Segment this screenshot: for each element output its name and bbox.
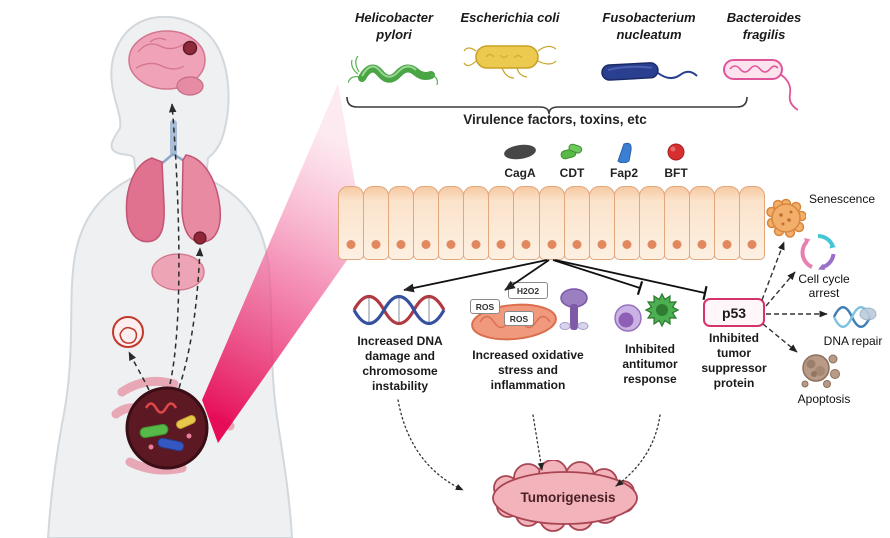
dna-repair-icon: [832, 306, 877, 328]
bft-icon: [667, 143, 685, 161]
bacterium-escherichia-coli: Escherichia coli: [452, 10, 568, 83]
outcome-cell-cycle-arrest-label: Cell cycle arrest: [798, 272, 850, 301]
outcome-senescence-label: Senescence: [808, 192, 876, 206]
epithelial-cell-layer: [338, 186, 766, 260]
toxin-label: CagA: [504, 166, 536, 180]
epithelial-cell: [338, 186, 365, 260]
h2o2-label: H2O2: [508, 282, 548, 299]
senescence-icon: [766, 198, 806, 238]
epithelial-cell: [363, 186, 390, 260]
bacterium-name: Fusobacterium nucleatum: [602, 10, 696, 42]
oxidative-stress-icon: H2O2 ROS ROS: [462, 282, 594, 344]
epithelial-cell: [563, 186, 590, 260]
epithelial-cell: [688, 186, 715, 260]
ecoli-icon: [463, 45, 557, 79]
effect-label: Inhibited antitumor response: [622, 342, 678, 386]
epithelial-cell: [588, 186, 615, 260]
bacterium-bacteroides-fragilis: Bacteroides fragilis: [712, 10, 816, 114]
ros-label: ROS: [504, 311, 534, 326]
epithelial-cell: [413, 186, 440, 260]
toxin-row: CagA CDT Fap2 BFT: [500, 140, 696, 180]
toxin-fap2: Fap2: [604, 140, 644, 180]
epithelial-cell: [538, 186, 565, 260]
p53-box: p53: [703, 298, 765, 327]
dna-damage-icon: [352, 294, 446, 326]
bfragilis-icon: [723, 58, 799, 111]
bacterium-helicobacter-pylori: Helicobacter pylori: [336, 10, 452, 96]
effect-label: Increased DNA damage and chromosome inst…: [357, 334, 443, 393]
brain-tumor-spot: [182, 40, 198, 56]
cdt-icon: [560, 143, 583, 160]
hpylori-icon: [348, 55, 438, 85]
fnucleatum-icon: [601, 61, 698, 81]
ros-label: ROS: [470, 299, 500, 314]
epithelial-cell: [488, 186, 515, 260]
apoptosis-icon: [801, 354, 840, 388]
epithelial-cell: [463, 186, 490, 260]
virulence-label: Virulence factors, toxins, etc: [463, 112, 647, 127]
toxin-bft: BFT: [656, 140, 696, 180]
epithelial-cell: [713, 186, 740, 260]
bacterium-name: Escherichia coli: [460, 10, 560, 25]
effect-p53: p53 Inhibited tumor suppressor protein: [692, 298, 776, 391]
brain-illustration: [128, 30, 206, 96]
tumorigenesis-cloud: [492, 460, 638, 532]
bacterium-name: Helicobacter pylori: [354, 10, 434, 42]
toxin-label: BFT: [664, 166, 688, 180]
epithelial-cell: [638, 186, 665, 260]
epithelial-cell: [663, 186, 690, 260]
zoom-beam: [202, 84, 364, 443]
epithelial-cell: [438, 186, 465, 260]
effect-label: Inhibited tumor suppressor protein: [701, 331, 767, 390]
effect-antitumor-response: Inhibited antitumor response: [606, 286, 694, 387]
toxin-cdt: CDT: [552, 140, 592, 180]
bacterium-fusobacterium-nucleatum: Fusobacterium nucleatum: [585, 10, 713, 90]
gut-microbiome-circle: [125, 386, 209, 470]
effect-oxidative-stress: H2O2 ROS ROS Increased oxidative stress …: [462, 282, 594, 393]
toxin-label: Fap2: [609, 166, 638, 180]
outcome-dna-repair-label: DNA repair: [823, 334, 883, 348]
tumorigenesis-label: Tumorigenesis: [520, 490, 616, 505]
effect-label: Increased oxidative stress and inflammat…: [472, 348, 584, 392]
lungs-illustration: [125, 120, 222, 245]
fap2-icon: [617, 142, 632, 163]
epithelial-cell: [613, 186, 640, 260]
epithelial-cell: [513, 186, 540, 260]
cell-cycle-arrest-icon: [800, 234, 836, 270]
toxin-label: CDT: [559, 166, 585, 180]
toxin-caga: CagA: [500, 140, 540, 180]
epithelial-cell: [388, 186, 415, 260]
bacterium-name: Bacteroides fragilis: [726, 10, 802, 42]
organ-tumor-illustration: [112, 316, 144, 348]
outcome-apoptosis-label: Apoptosis: [797, 392, 851, 406]
lung-tumor-spot: [193, 231, 207, 245]
caga-icon: [504, 144, 536, 160]
effect-dna-damage: Increased DNA damage and chromosome inst…: [348, 290, 452, 394]
immune-cells-icon: [614, 292, 680, 332]
epithelial-cell: [739, 186, 766, 260]
metastasis-arrows: [128, 103, 204, 391]
